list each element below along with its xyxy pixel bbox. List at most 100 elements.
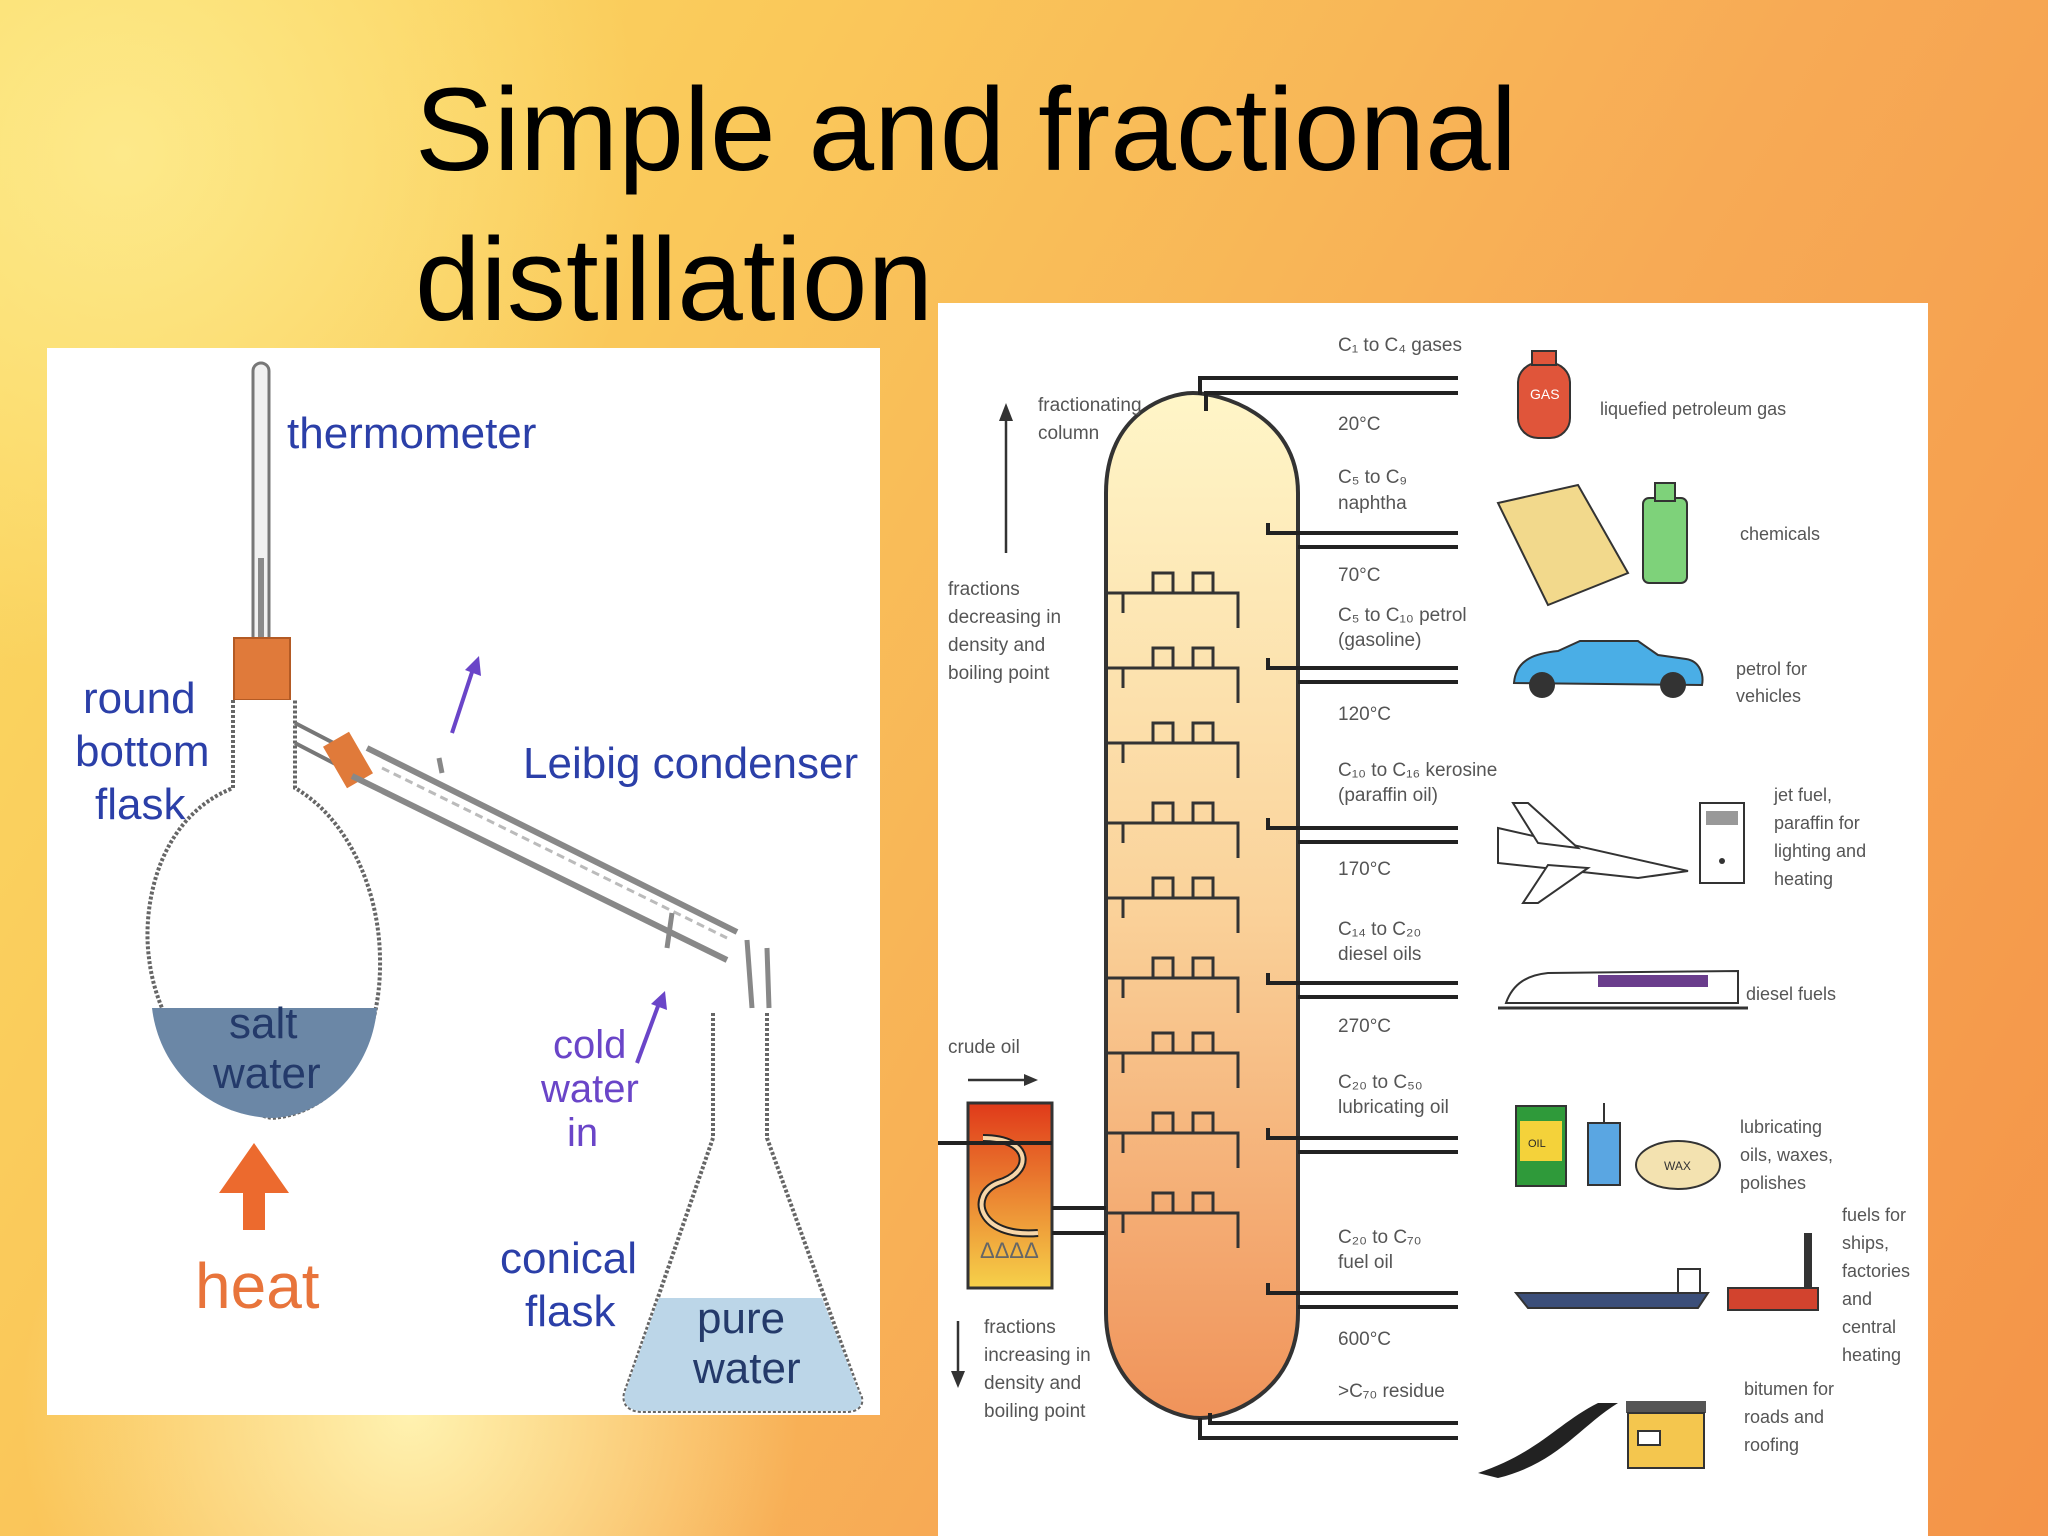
fraction-pipes xyxy=(1198,376,1458,1440)
down-label-3: density and xyxy=(984,1373,1081,1394)
tray-4 xyxy=(1108,801,1240,858)
tray-1 xyxy=(1108,571,1240,628)
flask-label-2: bottom xyxy=(75,727,210,776)
use-lub-1: lubricating xyxy=(1740,1117,1822,1137)
pipe-2 xyxy=(1266,523,1458,549)
fraction-7-b: fuel oil xyxy=(1338,1252,1393,1273)
temp-20: 20°C xyxy=(1338,414,1380,435)
cold-water-label-3: in xyxy=(567,1111,598,1155)
up-label-4: boiling point xyxy=(948,663,1050,684)
pipe-5 xyxy=(1266,973,1458,999)
pipe-4 xyxy=(1266,818,1458,844)
flask-label-1: round xyxy=(83,674,196,723)
fraction-1-a: C₁ to C₄ gases xyxy=(1338,335,1462,356)
flask-label-3: flask xyxy=(95,780,186,829)
pipe-3 xyxy=(1266,658,1458,684)
svg-text:OIL: OIL xyxy=(1528,1138,1546,1150)
use-bitumen-2: roads and xyxy=(1744,1407,1824,1427)
temp-120: 120°C xyxy=(1338,704,1391,725)
pipe-1 xyxy=(1198,376,1458,411)
pipe-6 xyxy=(1266,1128,1458,1154)
pipe-8 xyxy=(1198,1413,1458,1440)
fraction-7-a: C₂₀ to C₇₀ xyxy=(1338,1227,1422,1248)
conical-flask-icon xyxy=(622,1013,864,1413)
use-fuel-6: heating xyxy=(1842,1345,1901,1365)
thermometer-label: thermometer xyxy=(287,409,536,458)
use-bitumen-3: roofing xyxy=(1744,1435,1799,1455)
heat-arrow-icon xyxy=(219,1143,289,1230)
svg-text:GAS: GAS xyxy=(1530,386,1560,402)
heater-icon xyxy=(1699,802,1745,884)
fraction-5-a: C₁₄ to C₂₀ xyxy=(1338,919,1421,940)
use-lpg: liquefied petroleum gas xyxy=(1600,399,1786,419)
stopper-icon xyxy=(233,637,291,701)
fraction-6-a: C₂₀ to C₅₀ xyxy=(1338,1072,1423,1093)
svg-text:ΔΔΔΔ: ΔΔΔΔ xyxy=(980,1238,1039,1263)
water-in-arrow xyxy=(635,997,663,1064)
tray-6 xyxy=(1108,956,1240,1013)
pure-water-label-1: pure xyxy=(697,1294,785,1343)
use-lub-3: polishes xyxy=(1740,1173,1806,1193)
train-icon xyxy=(1498,969,1748,1010)
fraction-6-b: lubricating oil xyxy=(1338,1097,1449,1118)
down-label-2: increasing in xyxy=(984,1345,1091,1366)
use-bitumen-1: bitumen for xyxy=(1744,1379,1834,1399)
cold-water-label-1: cold xyxy=(553,1023,626,1067)
salt-water-label-1: salt xyxy=(229,999,297,1048)
connector-icon xyxy=(323,731,373,789)
fractionating-column xyxy=(1104,390,1300,1421)
chemicals-bottle-icon xyxy=(1642,482,1688,584)
car-icon xyxy=(1512,640,1704,698)
use-lub-2: oils, waxes, xyxy=(1740,1145,1833,1165)
oil-can-icon: OIL xyxy=(1515,1105,1567,1187)
water-out-arrow xyxy=(450,662,477,734)
wax-tin-icon: WAX xyxy=(1635,1140,1721,1190)
up-label-2: decreasing in xyxy=(948,607,1061,628)
use-petrol-1: petrol for xyxy=(1736,659,1807,679)
cold-water-label-2: water xyxy=(540,1067,639,1111)
pure-water-label-2: water xyxy=(692,1344,801,1393)
tray-8 xyxy=(1108,1111,1240,1168)
temp-270: 270°C xyxy=(1338,1016,1391,1037)
use-fuel-5: central xyxy=(1842,1317,1896,1337)
condenser-icon xyxy=(350,745,772,1009)
up-label-3: density and xyxy=(948,635,1045,656)
fraction-3-a: C₅ to C₁₀ petrol xyxy=(1338,605,1467,626)
furnace-icon: ΔΔΔΔ xyxy=(938,1101,1106,1290)
title-line-1: Simple and fractional xyxy=(415,64,1517,196)
heat-label: heat xyxy=(195,1250,320,1322)
use-fuel-4: and xyxy=(1842,1289,1872,1309)
use-fuel-3: factories xyxy=(1842,1261,1910,1281)
jet-icon xyxy=(1497,802,1689,904)
column-label-1: fractionating xyxy=(1038,395,1142,416)
use-jet-3: lighting and xyxy=(1774,841,1866,861)
road-icon xyxy=(1478,1403,1618,1478)
condenser-label: Leibig condenser xyxy=(523,739,858,788)
use-jet-2: paraffin for xyxy=(1774,813,1860,833)
use-jet-1: jet fuel, xyxy=(1773,785,1832,805)
use-fuel-2: ships, xyxy=(1842,1233,1889,1253)
tray-5 xyxy=(1108,876,1240,933)
temp-170: 170°C xyxy=(1338,859,1391,880)
conical-label-1: conical xyxy=(500,1234,637,1283)
temp-70: 70°C xyxy=(1338,565,1380,586)
temp-600: 600°C xyxy=(1338,1329,1391,1350)
slide-title: Simple and fractional distillation xyxy=(415,55,1715,355)
fraction-2-b: naphtha xyxy=(1338,493,1407,514)
salt-water-label-2: water xyxy=(212,1049,321,1098)
simple-distillation-diagram: thermometer round bottom flask salt wate… xyxy=(47,348,880,1415)
fraction-4-b: (paraffin oil) xyxy=(1338,785,1438,806)
use-petrol-2: vehicles xyxy=(1736,686,1801,706)
oil-bottle-icon xyxy=(1587,1103,1621,1186)
fraction-3-b: (gasoline) xyxy=(1338,630,1421,651)
down-label-1: fractions xyxy=(984,1317,1056,1338)
chemicals-bag-icon xyxy=(1496,483,1630,607)
fraction-2-a: C₅ to C₉ xyxy=(1338,467,1407,488)
ship-icon xyxy=(1513,1268,1710,1309)
factory-icon xyxy=(1727,1233,1819,1311)
crude-oil-label: crude oil xyxy=(948,1037,1020,1058)
round-bottom-flask-icon xyxy=(145,700,383,1121)
tray-7 xyxy=(1108,1031,1240,1088)
down-label-4: boiling point xyxy=(984,1401,1086,1422)
conical-label-2: flask xyxy=(525,1287,616,1336)
